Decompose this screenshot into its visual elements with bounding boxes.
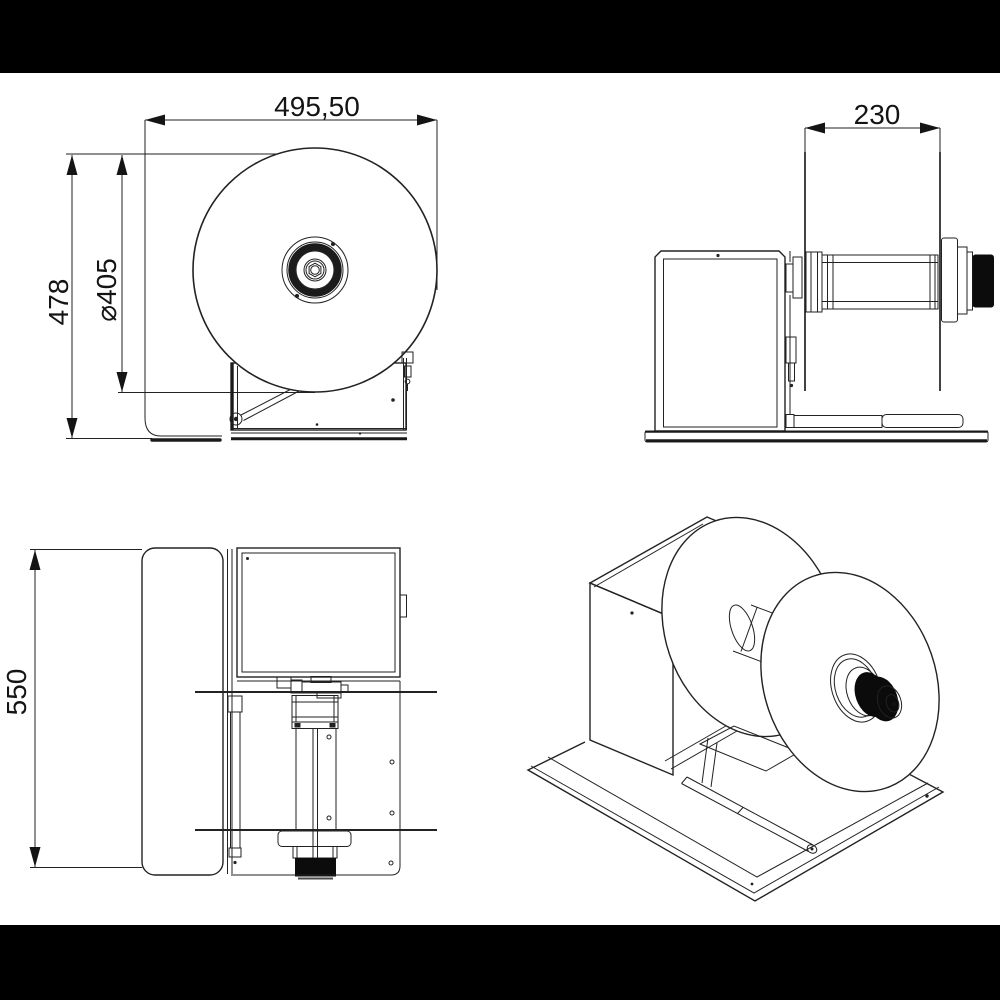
side-guide-arm — [785, 414, 964, 428]
base-hole — [389, 810, 395, 816]
base-hole — [388, 860, 394, 866]
top-base-sheet — [141, 547, 224, 876]
hub-screw — [330, 241, 336, 247]
iso-front-flange — [760, 571, 940, 793]
screw-dot — [630, 611, 634, 615]
spindle-flange-plate — [941, 237, 958, 323]
side-latch — [785, 336, 797, 364]
side-housing — [654, 250, 803, 432]
hub-screw — [294, 293, 300, 299]
top-latch — [399, 594, 407, 618]
isometric-view — [526, 516, 945, 902]
top-view: 550 — [1, 547, 437, 880]
front-width-label: 495,50 — [274, 91, 360, 122]
front-mount-plate — [144, 120, 222, 442]
top-spindle — [277, 695, 352, 880]
front-width-dimension: 495,50 — [145, 91, 438, 290]
side-spacing-label: 230 — [854, 99, 901, 130]
iso-base-plate — [526, 741, 945, 902]
end-knob — [972, 254, 994, 308]
spindle-cylinder — [821, 254, 939, 310]
screw-dot — [716, 253, 720, 258]
front-height-dimension: 478 — [43, 153, 288, 439]
front-height-label: 478 — [43, 279, 74, 326]
top-depth-label: 550 — [1, 669, 32, 716]
top-depth-dimension: 550 — [1, 549, 142, 868]
top-housing — [236, 547, 407, 682]
hub-hex-nut — [308, 262, 322, 278]
side-view: 230 — [644, 99, 994, 443]
front-diameter-label: ⌀405 — [91, 258, 122, 322]
front-housing — [230, 358, 407, 441]
screw-dot — [391, 398, 395, 402]
letterbox-bottom — [0, 925, 1000, 1000]
side-base-plate — [644, 430, 989, 443]
arrowhead-left — [145, 114, 165, 126]
front-latch — [401, 351, 414, 391]
front-view: 495,50 478 ⌀405 — [43, 91, 438, 442]
front-roll-disc — [192, 147, 438, 393]
screw-dot — [358, 432, 362, 435]
end-knob-top — [295, 858, 336, 877]
side-spindle — [805, 237, 994, 323]
screw-dot — [315, 423, 319, 426]
screw-dot — [246, 557, 249, 560]
arm-pivot — [229, 412, 243, 426]
front-tension-arm — [229, 384, 302, 426]
iso-hub — [830, 653, 903, 723]
letterbox-top — [0, 0, 1000, 73]
top-guide-arm — [227, 695, 243, 865]
iso-guide-arm — [681, 776, 818, 854]
arrowhead-right — [417, 114, 437, 126]
top-base-outline — [231, 681, 401, 876]
base-hole — [389, 759, 395, 765]
front-diameter-dimension: ⌀405 — [91, 155, 315, 393]
side-spacing-dimension: 230 — [804, 99, 941, 152]
hub-dark-ring — [288, 243, 342, 297]
top-motor-mount — [276, 676, 349, 699]
